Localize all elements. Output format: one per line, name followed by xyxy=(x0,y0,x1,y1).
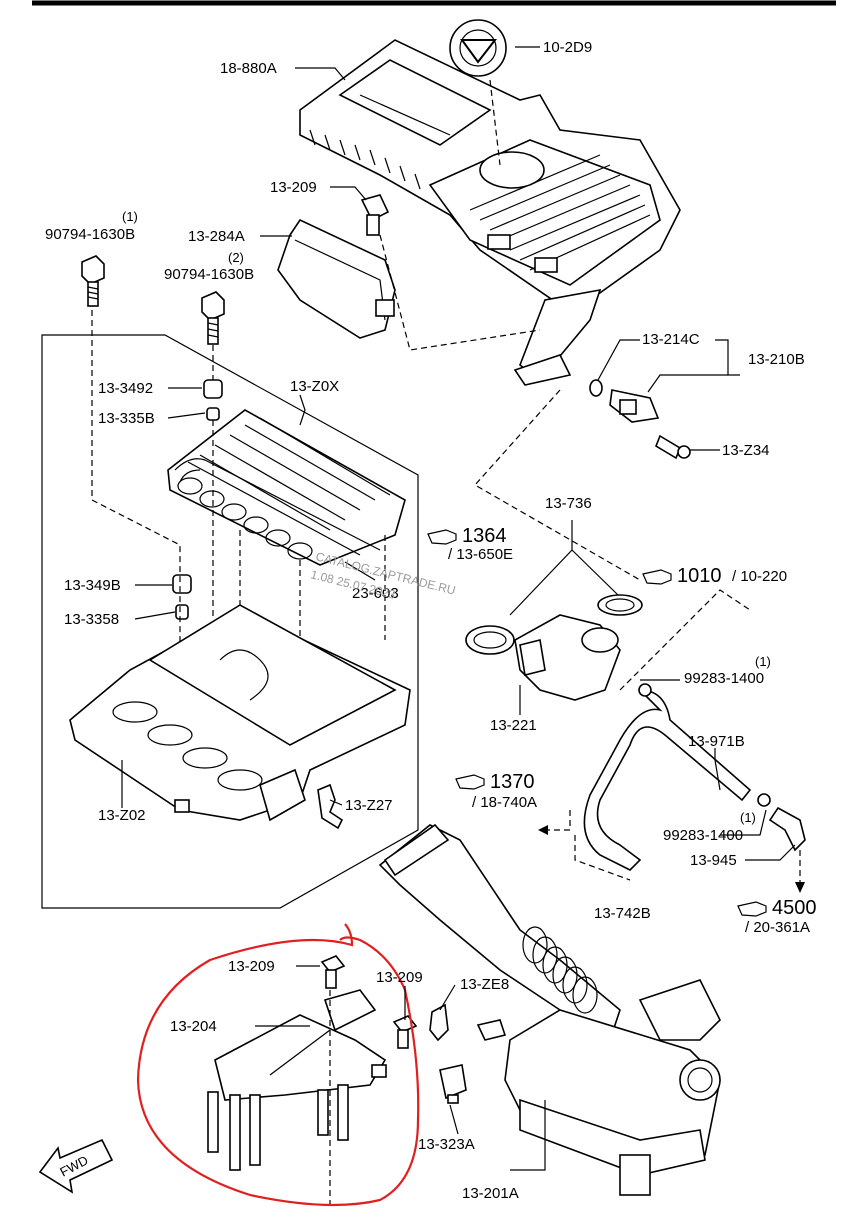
label-90794-1: 90794-1630B xyxy=(45,226,135,243)
label-13-650e: / 13-650E xyxy=(448,546,513,563)
fwd-arrow-icon xyxy=(38,1138,114,1194)
label-90794-2: 90794-1630B xyxy=(164,266,254,283)
label-13-349b: 13-349B xyxy=(64,577,121,594)
label-13-209-top: 13-209 xyxy=(270,179,317,196)
bracket-z27 xyxy=(317,783,344,830)
label-13-284a: 13-284A xyxy=(188,228,245,245)
label-23-603: 23-603 xyxy=(352,585,399,602)
air-filter-element xyxy=(167,409,406,566)
grommet-upper xyxy=(203,379,223,421)
label-13-201a: 13-201A xyxy=(462,1185,519,1202)
label-13-210b: 13-210B xyxy=(748,351,805,368)
clip-top xyxy=(360,194,390,236)
screw-z34 xyxy=(655,434,691,460)
bolt-left xyxy=(81,255,105,307)
label-13-z0x: 13-Z0X xyxy=(290,378,339,395)
label-1364: 1364 xyxy=(462,525,507,547)
air-guide-bracket xyxy=(207,989,387,1171)
label-13-ze8: 13-ZE8 xyxy=(460,976,509,993)
label-18-880a: 18-880A xyxy=(220,60,277,77)
hose-connector xyxy=(768,806,806,852)
label-99283-b: 99283-1400 xyxy=(663,827,743,844)
label-90794-1-qty: (1) xyxy=(122,209,138,224)
leader-to-10-220 xyxy=(619,589,751,691)
bolt-right xyxy=(201,291,225,345)
bracket-ze8 xyxy=(429,1003,449,1042)
rubber-mount xyxy=(439,1064,467,1104)
resonator-body xyxy=(476,979,721,1196)
air-cleaner-cover xyxy=(299,39,681,386)
breather-hose xyxy=(583,683,771,871)
leader-cap xyxy=(489,79,501,166)
pointing-hand-icon xyxy=(427,529,457,545)
label-13-z02: 13-Z02 xyxy=(98,807,146,824)
label-10-220: / 10-220 xyxy=(732,568,787,585)
pointing-hand-icon xyxy=(455,774,485,790)
label-13-221: 13-221 xyxy=(490,717,537,734)
hose-clamp-left xyxy=(465,625,515,655)
label-13-209-b: 13-209 xyxy=(376,969,423,986)
label-90794-2-qty: (2) xyxy=(228,250,244,265)
label-13-3492: 13-3492 xyxy=(98,380,153,397)
leader-742b xyxy=(574,835,631,881)
label-13-742b: 13-742B xyxy=(594,905,651,922)
label-13-335b: 13-335B xyxy=(98,410,155,427)
label-13-209-a: 13-209 xyxy=(228,958,275,975)
clip-lower-a xyxy=(320,955,346,989)
label-20-361a: / 20-361A xyxy=(745,919,810,936)
leader-1370 xyxy=(540,810,571,831)
fresh-air-duct xyxy=(378,823,621,1042)
label-1370: 1370 xyxy=(490,771,535,793)
leader-lines xyxy=(121,46,796,1171)
arrow-4500 xyxy=(795,882,805,893)
pointing-hand-icon xyxy=(642,569,672,585)
resonator-duct xyxy=(277,218,396,339)
label-4500: 4500 xyxy=(772,897,817,919)
label-99283-b-qty: (1) xyxy=(740,810,756,825)
label-13-971b: 13-971B xyxy=(688,733,745,750)
label-1010: 1010 xyxy=(677,565,722,587)
label-13-323a: 13-323A xyxy=(418,1136,475,1153)
label-13-z27: 13-Z27 xyxy=(345,797,393,814)
label-99283-a-qty: (1) xyxy=(755,654,771,669)
label-13-3358: 13-3358 xyxy=(64,611,119,628)
label-18-740a: / 18-740A xyxy=(472,794,537,811)
red-highlight-circle xyxy=(136,923,420,1207)
label-13-736: 13-736 xyxy=(545,495,592,512)
hose-clamp-right xyxy=(597,594,643,616)
intake-elbow xyxy=(514,614,621,701)
label-13-z34: 13-Z34 xyxy=(722,442,770,459)
leader-to-clamps xyxy=(474,389,641,581)
filler-cap xyxy=(449,19,507,77)
grommet-lower xyxy=(172,574,192,620)
label-99283-a: 99283-1400 xyxy=(684,670,764,687)
label-13-204: 13-204 xyxy=(170,1018,217,1035)
assembly-box xyxy=(41,334,419,909)
label-10-2d9: 10-2D9 xyxy=(543,39,592,56)
air-cleaner-case xyxy=(69,604,411,822)
label-13-945: 13-945 xyxy=(690,852,737,869)
pointing-hand-icon xyxy=(737,901,767,917)
label-13-214c: 13-214C xyxy=(642,331,700,348)
intake-air-temp-sensor xyxy=(589,379,660,423)
